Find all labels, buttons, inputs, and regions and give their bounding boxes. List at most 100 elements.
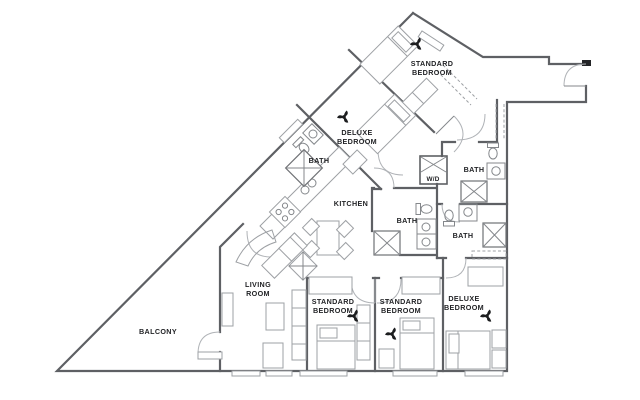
toilet-icon: [443, 209, 455, 227]
washer-dryer-icon: [419, 155, 448, 185]
room-label-kitchen: KITCHEN: [334, 199, 368, 208]
toilet-icon: [487, 142, 499, 160]
window-sill: [417, 30, 445, 52]
deluxe-closet: [471, 250, 507, 260]
balcony-door-arc: [197, 331, 221, 355]
dining-chair: [335, 219, 355, 239]
window-sill: [265, 370, 293, 377]
shower-x: [482, 222, 507, 248]
pillow: [448, 333, 460, 354]
room-label-bath-center: BATH: [397, 216, 418, 225]
outer-wall: [54, 11, 588, 373]
room-label-standard-bedroom-top: STANDARD: [411, 59, 454, 68]
fridge-icon: [288, 251, 318, 281]
closets: [436, 64, 507, 260]
sink-icon: [421, 237, 431, 247]
dresser: [378, 348, 395, 369]
tv-console-shelves: [292, 307, 306, 345]
corridor-closet: [495, 104, 505, 140]
right-bath-top-wall: [440, 140, 499, 158]
nightstand: [491, 329, 507, 349]
dining-chair: [301, 217, 321, 237]
stove-icon: [268, 195, 302, 229]
living-west-wall: [218, 222, 245, 334]
bath-fixtures: [284, 123, 507, 256]
window-sill: [464, 370, 504, 377]
right-bath-door-arc: [456, 113, 486, 141]
pillow: [402, 320, 421, 331]
shower-x: [373, 230, 401, 256]
sink-icon: [302, 123, 324, 145]
bedroom2-door-arc: [376, 278, 402, 304]
shower-icon: [284, 148, 324, 188]
toilet-icon: [292, 136, 310, 154]
entry-door-arc: [563, 63, 587, 87]
window-sill: [392, 370, 438, 377]
desk: [467, 266, 504, 287]
dining-table: [316, 220, 340, 256]
desk: [308, 276, 353, 295]
room-label-bath-right: BATH: [464, 165, 485, 174]
bed: [355, 93, 417, 155]
furniture: [221, 25, 507, 377]
outer-wall-top-right: [411, 11, 585, 66]
deluxe-bedroom-door-arc: [445, 257, 467, 279]
bedroom1-door-arc: [350, 278, 376, 304]
center-bath-door-arc: [373, 167, 395, 189]
room-label-standard-bedroom-middle: BEDROOM: [381, 306, 421, 315]
room-label-living-room: ROOM: [246, 289, 270, 298]
window-sill: [231, 370, 261, 377]
shower-x: [460, 180, 488, 203]
coffee-table: [265, 302, 285, 331]
vanity: [486, 162, 506, 180]
room-label-deluxe-bedroom-top: BEDROOM: [337, 137, 377, 146]
nightstand: [342, 149, 368, 175]
room-label-standard-bedroom-left: STANDARD: [312, 297, 355, 306]
room-label-bath-upper-left: BATH: [309, 156, 330, 165]
doors: [197, 63, 587, 360]
sink-icon: [463, 207, 473, 217]
room-label-living-room: LIVING: [245, 280, 271, 289]
ceiling-fan-icon: [336, 110, 350, 124]
window-sill: [278, 118, 304, 144]
window-sill: [299, 370, 348, 377]
sink-icon: [491, 166, 501, 176]
toilet-icon: [415, 203, 433, 215]
curved-sofa: [235, 229, 277, 267]
room-label-deluxe-bedroom-right: BEDROOM: [444, 303, 484, 312]
vanity: [458, 203, 478, 222]
nightstand: [491, 349, 507, 369]
armchair: [278, 232, 308, 262]
lower-bath-door-arc: [441, 203, 461, 223]
balcony-threshold: [197, 351, 223, 360]
room-label-bath-lower-right: BATH: [453, 231, 474, 240]
room-label-balcony: BALCONY: [139, 327, 177, 336]
room-label-standard-bedroom-middle: STANDARD: [380, 297, 423, 306]
room-label-laundry: W/D: [426, 176, 439, 183]
living-entry-arc: [246, 230, 272, 258]
sink-icon: [421, 222, 431, 232]
pillow: [319, 327, 338, 339]
center-bath-walls: [370, 182, 439, 260]
bed: [359, 25, 419, 85]
hall-door-arc: [377, 149, 404, 176]
room-label-standard-bedroom-left: BEDROOM: [313, 306, 353, 315]
desk: [401, 276, 441, 295]
dresser-lines: [357, 322, 370, 342]
kitchen-fixtures: [259, 146, 355, 281]
room-label-standard-bedroom-top: BEDROOM: [412, 68, 452, 77]
entry-jamb: [582, 60, 591, 66]
tv-console: [291, 289, 307, 361]
top-bedroom-closet: [436, 64, 478, 106]
top-bedroom-door-leaf: [435, 115, 455, 135]
dining-chair: [335, 241, 355, 261]
bookshelf: [221, 292, 234, 327]
ceiling-fan-icon: [384, 327, 398, 341]
room-label-deluxe-bedroom-right: DELUXE: [448, 294, 479, 303]
room-labels: STANDARD BEDROOM DELUXE BEDROOM BATH BAT…: [139, 59, 484, 336]
walls: [54, 11, 591, 373]
room-label-deluxe-bedroom-top: DELUXE: [341, 128, 372, 137]
dresser: [356, 304, 371, 361]
